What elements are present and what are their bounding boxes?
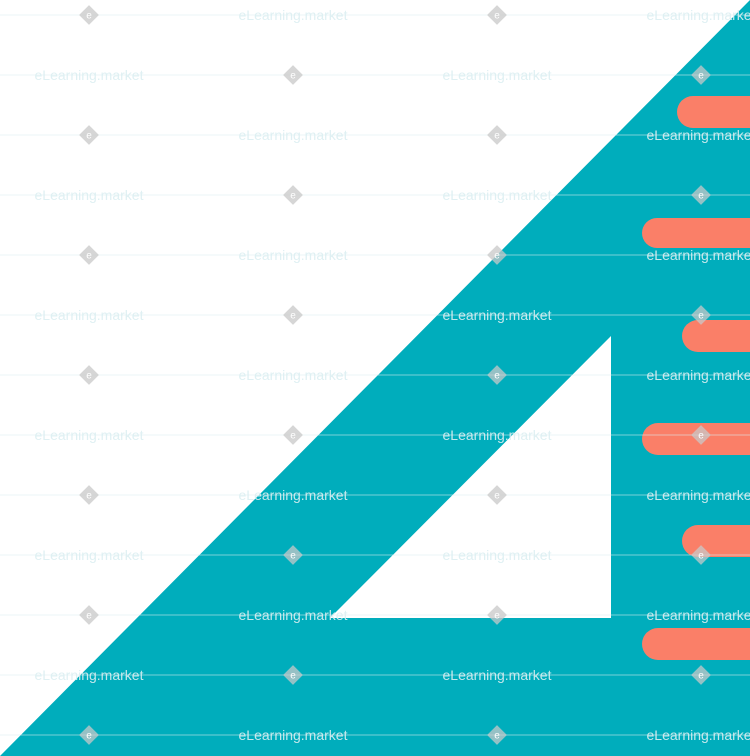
watermark-text: eLearning.market: [35, 67, 144, 83]
svg-text:e: e: [698, 551, 704, 562]
svg-text:e: e: [494, 611, 500, 622]
svg-text:e: e: [494, 131, 500, 142]
watermark-text: eLearning.market: [35, 667, 144, 683]
svg-text:e: e: [698, 71, 704, 82]
elearning-diamond-icon: e: [79, 5, 99, 25]
watermark-text: eLearning.market: [239, 7, 348, 23]
watermark-text: eLearning.market: [239, 367, 348, 383]
elearning-diamond-icon: e: [283, 185, 303, 205]
elearning-diamond-icon: e: [487, 125, 507, 145]
watermark-text: eLearning.market: [647, 367, 750, 383]
elearning-diamond-icon: e: [79, 125, 99, 145]
svg-text:e: e: [290, 431, 296, 442]
svg-text:e: e: [86, 11, 92, 22]
watermark-text: eLearning.market: [239, 607, 348, 623]
elearning-diamond-icon: e: [487, 5, 507, 25]
ruler-mark: [682, 525, 750, 557]
watermark-text: eLearning.market: [35, 187, 144, 203]
watermark-text: eLearning.market: [239, 127, 348, 143]
svg-text:e: e: [494, 371, 500, 382]
ruler-mark: [682, 320, 750, 352]
watermark-text: eLearning.market: [239, 247, 348, 263]
elearning-diamond-icon: e: [283, 305, 303, 325]
svg-text:e: e: [290, 671, 296, 682]
watermark-text: eLearning.market: [443, 187, 552, 203]
svg-text:e: e: [698, 191, 704, 202]
watermark-text: eLearning.market: [647, 127, 750, 143]
elearning-diamond-icon: e: [79, 245, 99, 265]
svg-text:e: e: [494, 731, 500, 742]
watermark-text: eLearning.market: [35, 307, 144, 323]
watermark-text: eLearning.market: [443, 547, 552, 563]
elearning-diamond-icon: e: [487, 365, 507, 385]
watermark-text: eLearning.market: [443, 307, 552, 323]
svg-text:e: e: [698, 431, 704, 442]
watermark-text: eLearning.market: [647, 247, 750, 263]
watermark-text: eLearning.market: [239, 487, 348, 503]
svg-text:e: e: [290, 71, 296, 82]
elearning-diamond-icon: e: [79, 605, 99, 625]
elearning-diamond-icon: e: [487, 245, 507, 265]
svg-text:e: e: [290, 191, 296, 202]
elearning-diamond-icon: e: [79, 365, 99, 385]
svg-text:e: e: [86, 611, 92, 622]
watermark-text: eLearning.market: [35, 547, 144, 563]
watermark-text: eLearning.market: [443, 667, 552, 683]
watermark-text: eLearning.market: [443, 427, 552, 443]
svg-text:e: e: [86, 131, 92, 142]
elearning-diamond-icon: e: [79, 485, 99, 505]
svg-text:e: e: [290, 311, 296, 322]
svg-text:e: e: [494, 11, 500, 22]
svg-text:e: e: [86, 251, 92, 262]
ruler-mark: [642, 628, 750, 660]
watermark-text: eLearning.market: [239, 727, 348, 743]
ruler-mark: [642, 218, 750, 248]
elearning-diamond-icon: e: [283, 65, 303, 85]
watermark-text: eLearning.market: [647, 607, 750, 623]
svg-text:e: e: [86, 731, 92, 742]
svg-text:e: e: [698, 671, 704, 682]
watermark-text: eLearning.market: [647, 727, 750, 743]
svg-text:e: e: [86, 491, 92, 502]
watermark-text: eLearning.market: [647, 487, 750, 503]
svg-text:e: e: [494, 491, 500, 502]
watermark-pattern: e eLearning.market e eLearning.market e eLear…: [0, 5, 750, 745]
svg-text:e: e: [698, 311, 704, 322]
ruler-mark: [677, 96, 750, 128]
svg-text:e: e: [290, 551, 296, 562]
elearning-diamond-icon: e: [487, 485, 507, 505]
elearning-diamond-icon: e: [283, 425, 303, 445]
svg-text:e: e: [494, 251, 500, 262]
watermark-text: eLearning.market: [35, 427, 144, 443]
watermark-text: eLearning.market: [647, 7, 750, 23]
watermark-text: eLearning.market: [443, 67, 552, 83]
svg-text:e: e: [86, 371, 92, 382]
